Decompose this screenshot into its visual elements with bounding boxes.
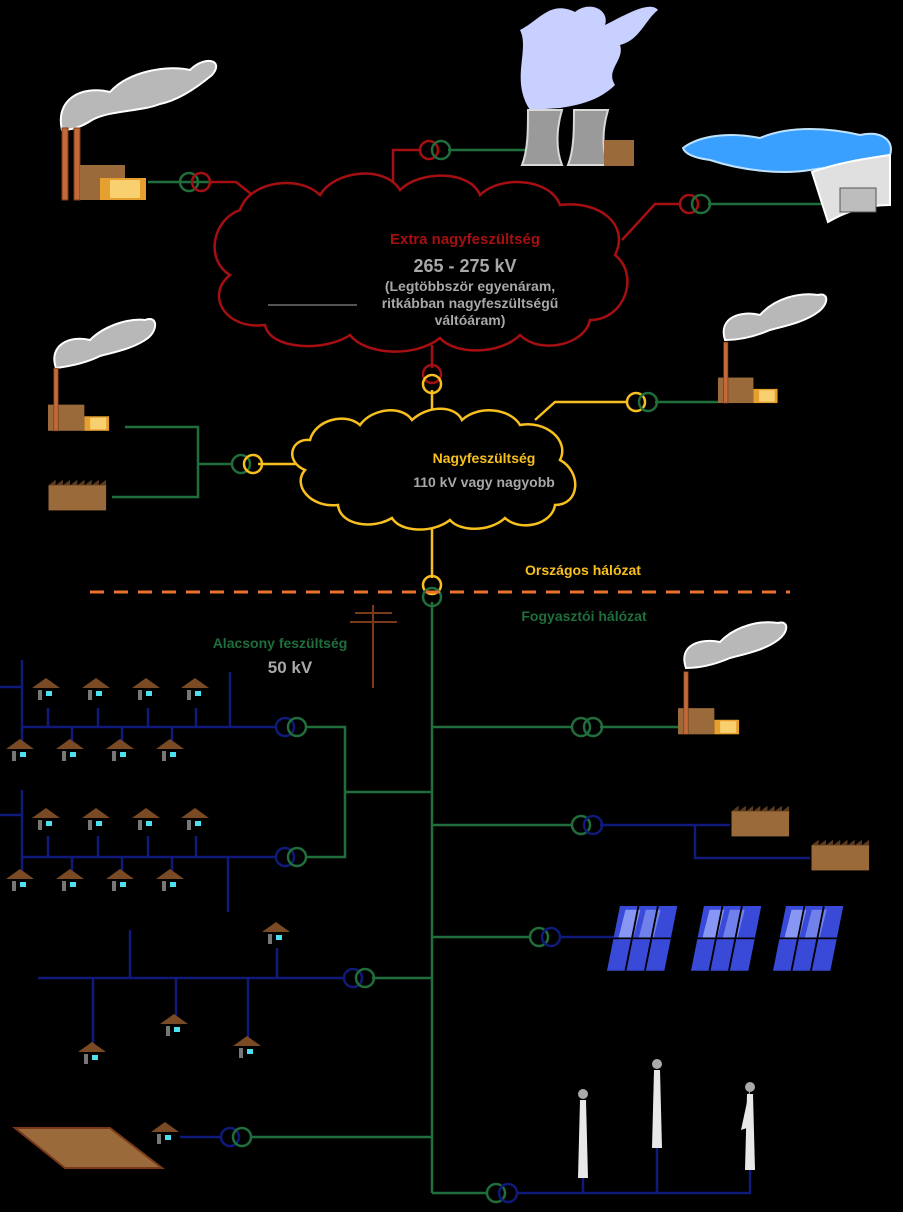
house-group: [6, 678, 290, 1146]
wind-turbine-icon: [741, 1082, 755, 1170]
low-voltage-title: Alacsony feszültség: [213, 635, 348, 651]
extra-high-voltage-note-1: (Legtöbbször egyenáram,: [385, 278, 555, 294]
national-grid-label: Országos hálózat: [525, 562, 641, 578]
transformer-icon: [625, 391, 659, 413]
transformer-icon: [421, 574, 443, 608]
house-icon: [32, 678, 60, 702]
coal-power-plant-icon: [677, 621, 788, 735]
consumer-grid-label: Fogyasztói hálózat: [521, 608, 647, 624]
factory-icon: [731, 805, 790, 837]
house-icon: [106, 739, 134, 763]
transformer-icon: [421, 363, 443, 395]
house-icon: [82, 678, 110, 702]
transformer-icon: [418, 139, 452, 161]
house-icon: [56, 739, 84, 763]
coal-power-plant-icon: [59, 60, 218, 201]
low-voltage-lines: [0, 660, 810, 1195]
factory-icon: [48, 479, 107, 511]
house-icon: [56, 869, 84, 893]
house-icon: [32, 808, 60, 832]
high-voltage-cloud: [291, 407, 577, 531]
house-icon: [151, 1122, 179, 1146]
transformer-icon: [678, 193, 712, 215]
utility-pole-icon: [350, 605, 397, 688]
extra-high-voltage-note-3: váltóáram): [435, 312, 506, 328]
solar-panel-icon: [690, 905, 763, 972]
house-icon: [181, 678, 209, 702]
house-icon: [78, 1042, 106, 1066]
house-icon: [156, 869, 184, 893]
house-icon: [181, 808, 209, 832]
house-icon: [132, 808, 160, 832]
solar-panel-icon: [606, 905, 679, 972]
wind-turbine-icon: [578, 1089, 588, 1178]
wind-turbine-icon: [652, 1059, 662, 1148]
coal-power-plant-icon: [47, 318, 157, 432]
house-icon: [132, 678, 160, 702]
house-icon: [106, 869, 134, 893]
solar-panel-icon: [772, 905, 845, 972]
transformer-icon: [274, 846, 308, 868]
extra-high-voltage-title: Extra nagyfeszültség: [390, 231, 540, 248]
house-icon: [156, 739, 184, 763]
transformer-icon: [178, 171, 212, 193]
low-voltage-value: 50 kV: [268, 658, 313, 677]
house-icon: [82, 808, 110, 832]
transformer-icon: [528, 926, 562, 948]
extra-high-voltage-cloud: [213, 172, 629, 353]
transformer-icon: [230, 453, 264, 475]
extra-high-voltage-value: 265 - 275 kV: [413, 256, 516, 276]
house-icon: [6, 869, 34, 893]
transformer-icon: [485, 1182, 519, 1204]
house-icon: [160, 1014, 188, 1038]
house-icon: [233, 1036, 261, 1060]
transformer-icon: [570, 716, 604, 738]
distribution-lines: [112, 148, 835, 1195]
coal-power-plant-icon: [717, 293, 828, 404]
hydro-dam-icon: [681, 128, 892, 224]
transformer-icon: [274, 716, 308, 738]
transformer-icon: [570, 814, 604, 836]
factory-icon: [811, 839, 870, 871]
transformer-icon: [342, 967, 376, 989]
nuclear-power-plant-icon: [520, 6, 658, 166]
house-icon: [262, 922, 290, 946]
house-icon: [6, 739, 34, 763]
farm-field-icon: [12, 1127, 165, 1169]
extra-high-voltage-note-2: ritkábban nagyfeszültségű: [382, 295, 559, 311]
transformer-icon: [219, 1126, 253, 1148]
high-voltage-value: 110 kV vagy nagyobb: [413, 474, 555, 490]
high-voltage-title: Nagyfeszültség: [433, 450, 536, 466]
